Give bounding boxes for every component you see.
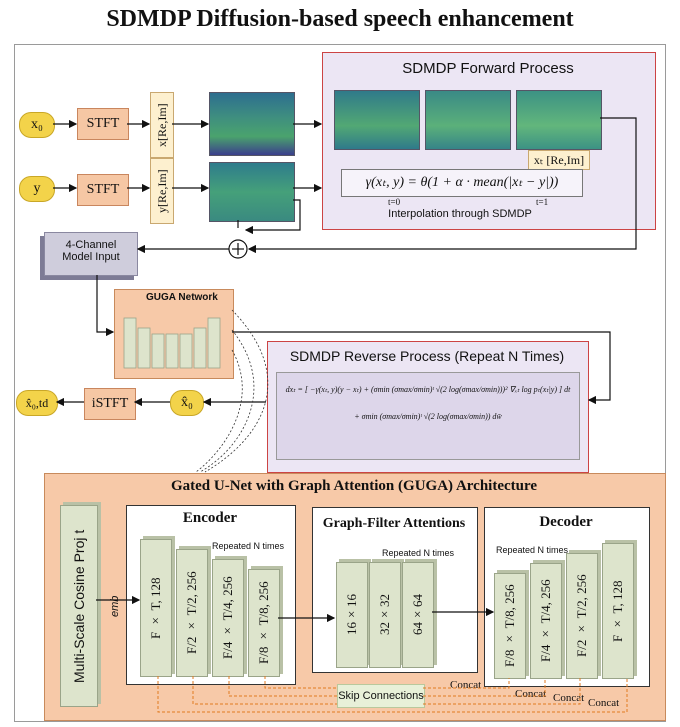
gfa-title: Graph-Filter Attentions (322, 516, 466, 531)
arrow-forward-plus (247, 117, 637, 254)
guga-mini-unet (123, 317, 221, 369)
gfa-block-3: 64×64 (402, 562, 434, 668)
forward-title: SDMDP Forward Process (402, 60, 574, 77)
xt-reim-label: xₜ [Re,Im] (528, 150, 590, 170)
skip-connection-lines (157, 676, 628, 713)
gfa-block-1: 16×16 (336, 562, 368, 668)
forward-caption: Interpolation through SDMDP (388, 208, 532, 220)
y-input: y (19, 176, 55, 202)
decoder-block-4: F × T, 128 (602, 543, 634, 679)
guga-dotted-links (195, 309, 269, 473)
concat-label-2: Concat (515, 688, 547, 700)
concat-label-3: Concat (553, 692, 585, 704)
reverse-eq-line1: dxₜ = [ −γ(xₜ, y)(y − xₜ) + (σmin (σmax/… (285, 385, 571, 394)
istft-block: iSTFT (84, 388, 136, 420)
encoder-repeat-label: Repeated N times (212, 541, 285, 551)
diagram-title: SDMDP Diffusion-based speech enhancement (106, 6, 574, 32)
encoder-title: Encoder (182, 510, 238, 526)
guga-network-label: GUGA Network (146, 292, 218, 303)
skip-connections-label: Skip Connections (337, 684, 425, 708)
spectrogram-y (209, 162, 295, 222)
model-input-line1: 4-Channel (65, 239, 117, 251)
reverse-eq-line2: + σmin (σmax/σmin)ᵗ √(2 log(σmax/σmin)) … (354, 412, 502, 421)
t1-label: t=1 (536, 197, 549, 207)
x-reim-box: x[Re,Im] (150, 92, 174, 158)
forward-spec-2 (425, 90, 511, 150)
reverse-title: SDMDP Reverse Process (Repeat N Times) (289, 348, 565, 364)
reverse-equation-box: dxₜ = [ −γ(xₜ, y)(y − xₜ) + (σmin (σmax/… (276, 372, 580, 460)
x0-input: x₀ (19, 112, 55, 138)
xhat0-output: x̂₀ (170, 390, 204, 416)
gfa-repeat-label: Repeated N times (382, 548, 455, 558)
forward-spec-3 (516, 90, 602, 150)
model-input-block: 4-Channel Model Input (44, 232, 138, 276)
arrow-modelinput-guga (96, 275, 115, 337)
arrow-guga-reverse (232, 331, 611, 405)
forward-equation: γ(xₜ, y) = θ(1 + α · mean(|xₜ − y|)) (341, 169, 583, 197)
concat-label-4: Concat (588, 697, 620, 709)
arrow-yspec-plus (244, 199, 301, 235)
model-input-line2: Model Input (62, 251, 120, 263)
decoder-repeat-label: Repeated N times (496, 545, 569, 555)
encoder-block-3: F/4 × T/4, 256 (212, 559, 244, 677)
decoder-block-1: F/8 × T/8, 256 (494, 573, 526, 679)
architecture-title: Gated U-Net with Graph Attention (GUGA) … (170, 478, 538, 494)
decoder-block-3: F/2 × T/2, 256 (566, 553, 598, 679)
y-reim-box: y[Re,Im] (150, 158, 174, 224)
decoder-title: Decoder (539, 514, 593, 530)
encoder-block-1: F × T, 128 (140, 539, 172, 677)
decoder-block-2: F/4 × T/4, 256 (530, 563, 562, 679)
gfa-block-2: 32×32 (369, 562, 401, 668)
t0-label: t=0 (388, 197, 401, 207)
encoder-block-2: F/2 × T/2, 256 (176, 549, 208, 677)
forward-spec-1 (334, 90, 420, 150)
outer-frame (14, 44, 666, 722)
stft-block-y: STFT (77, 174, 129, 206)
encoder-block-4: F/8 × T/8, 256 (248, 569, 280, 677)
